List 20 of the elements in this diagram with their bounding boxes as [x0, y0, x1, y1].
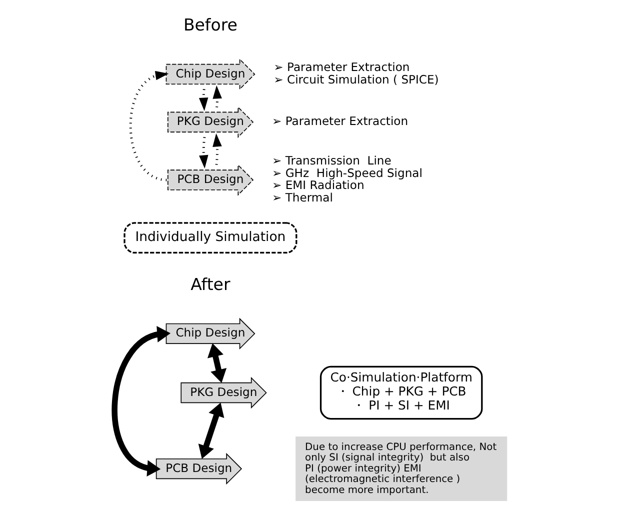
node-label: ➢ Transmission Line [272, 153, 392, 168]
arrow [112, 326, 171, 476]
arrow [212, 85, 222, 108]
node-label: ➢ Parameter Extraction [272, 114, 408, 128]
node-box: Due to increase CPU performance, Not only SI (signal integrity) but also PI (power integrity) EMI (electromagnetic interference ) become more important. [296, 436, 508, 502]
arrow [212, 133, 222, 165]
node-label: ➢ GHz High-Speed Signal [272, 166, 422, 180]
arrow [130, 70, 169, 182]
node-label: ➢ Parameter Extraction [274, 60, 410, 74]
label: After [190, 274, 230, 294]
arrow [198, 89, 208, 111]
node-box: Co·Simulation·Platform ・ Chip + PKG + PCB ・ PI + SI + EMI [320, 366, 483, 420]
node-label: ➢ Thermal [272, 190, 333, 205]
arrow [199, 137, 208, 169]
node-box: Individually Simulation [124, 222, 298, 254]
arrow [207, 343, 227, 383]
arrow [198, 402, 224, 459]
node-label: ➢ Circuit Simulation ( SPICE) [274, 72, 439, 86]
node-label: ➢ EMI Radiation [272, 178, 364, 192]
label: Before [183, 15, 238, 34]
